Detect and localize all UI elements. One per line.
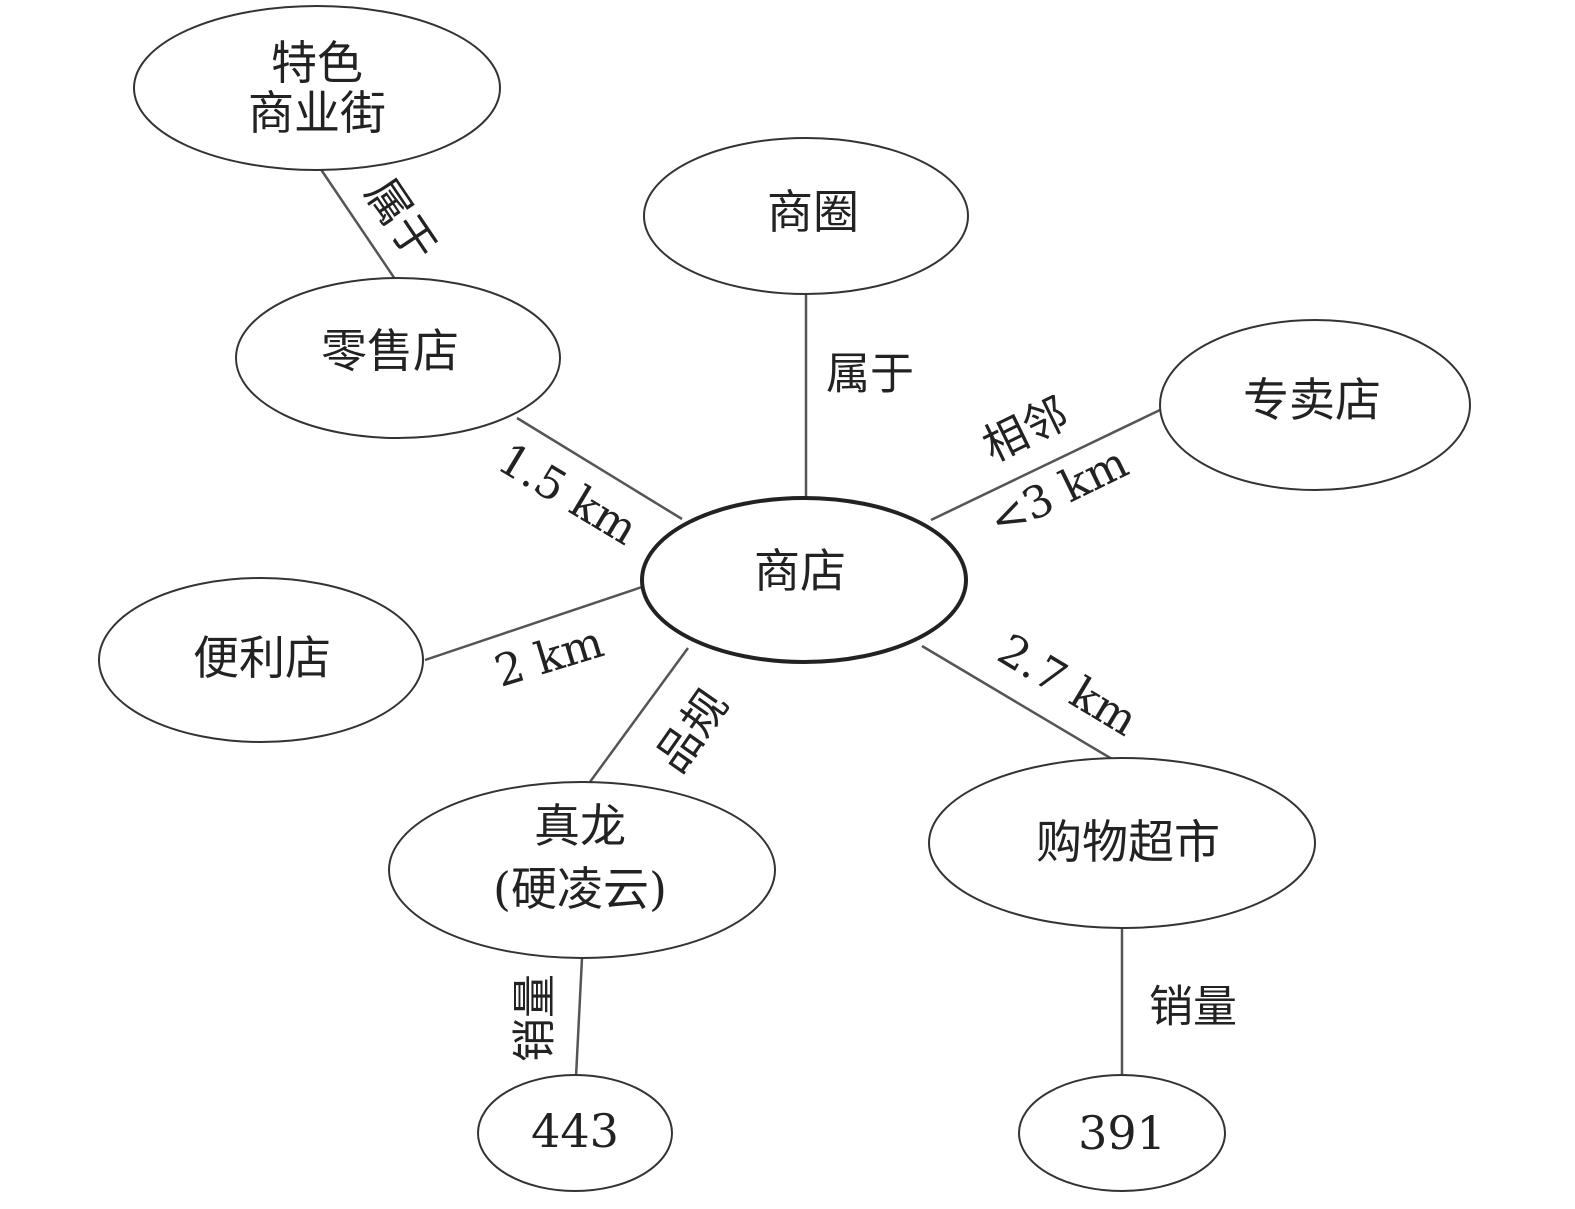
node-zhenlong-line1: 真龙 <box>534 799 626 853</box>
node-bianlidian[interactable]: 便利店 <box>98 577 424 743</box>
node-shangquan[interactable]: 商圈 <box>643 137 969 295</box>
node-lingshou-label: 零售店 <box>321 324 459 378</box>
edge-gouwu-center <box>921 644 1118 764</box>
edge-label-shangquan-center: 属于 <box>826 349 914 400</box>
node-zhuanmai-label: 专卖店 <box>1243 373 1381 427</box>
node-tese-line1: 特色 <box>271 36 363 90</box>
node-391[interactable]: 391 <box>1018 1074 1226 1192</box>
node-391-label: 391 <box>1078 1106 1166 1160</box>
node-tese-shangyejie[interactable]: 特色 商业街 <box>133 5 501 171</box>
node-lingshoudian[interactable]: 零售店 <box>235 277 561 439</box>
edge-label-gouwu-center: 2.7 km <box>989 624 1146 746</box>
node-gouwu-label: 购物超市 <box>1036 815 1220 869</box>
node-tese-line2: 商业街 <box>248 86 386 140</box>
edge-lingshou-center <box>516 416 683 521</box>
node-443-label: 443 <box>531 1104 619 1158</box>
edges <box>318 167 1161 1078</box>
edge-label-lingshou-center: 1.5 km <box>489 433 646 555</box>
edge-label-gouwu-391: 销量 <box>1149 982 1237 1033</box>
edge-label-bianli-center: 2 km <box>489 617 609 698</box>
edge-label-tese-lingshou: 属于 <box>355 170 446 271</box>
edge-bianli-center <box>424 585 643 662</box>
edge-zhenlong-443 <box>574 957 584 1078</box>
node-gouwuchaoshi[interactable]: 购物超市 <box>928 757 1316 929</box>
node-shangquan-label: 商圈 <box>767 185 859 239</box>
nodes: 特色 商业街 商圈 零售店 专卖店 商店 便利店 真龙 (硬凌云) <box>98 5 1471 1192</box>
node-zhenlong-line2: (硬凌云) <box>493 862 667 916</box>
node-bianli-label: 便利店 <box>193 631 331 685</box>
edge-tese-lingshou <box>318 167 399 283</box>
node-center-label: 商店 <box>754 544 846 598</box>
edge-label-zhuanmai-1: 相邻 <box>975 388 1076 472</box>
edge-zhenlong-center <box>585 647 690 787</box>
edge-label-zhenlong-443: 销量 <box>510 974 561 1062</box>
node-zhenlong[interactable]: 真龙 (硬凌云) <box>388 781 776 959</box>
node-zhuanmaidian[interactable]: 专卖店 <box>1159 319 1471 491</box>
edge-zhuanmai-center <box>930 408 1161 522</box>
node-443[interactable]: 443 <box>477 1074 673 1192</box>
edge-label-zhenlong-center: 品规 <box>646 681 738 782</box>
node-shangdian-center[interactable]: 商店 <box>640 496 968 664</box>
